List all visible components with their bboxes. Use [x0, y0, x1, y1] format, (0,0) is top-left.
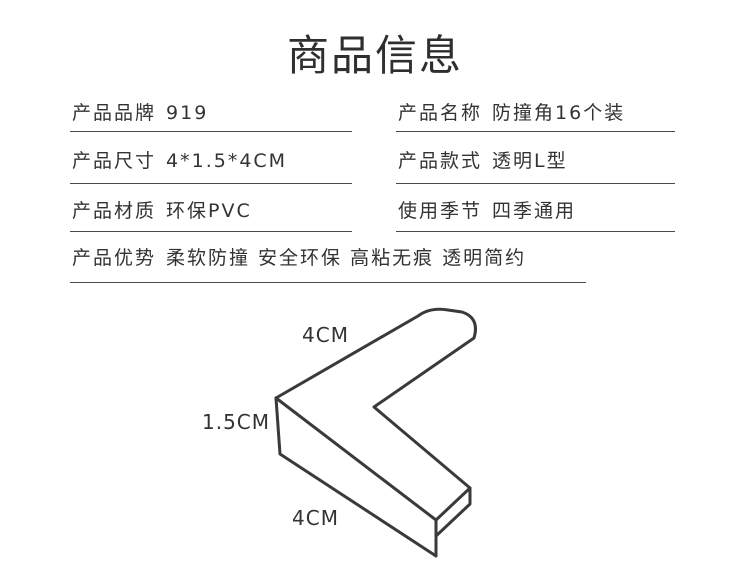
guard-top-face — [274, 307, 477, 522]
guard-end-face — [434, 486, 472, 538]
spec-material: 产品材质环保PVC — [70, 196, 252, 223]
spec-label: 产品品牌 — [72, 102, 157, 124]
spec-value: 4*1.5*4CM — [166, 150, 288, 172]
spec-value: 环保PVC — [166, 200, 252, 222]
divider — [396, 231, 675, 232]
divider — [396, 183, 675, 184]
divider — [70, 282, 586, 283]
spec-advantages: 产品优势柔软防撞 安全环保 高粘无痕 透明简约 — [70, 243, 526, 270]
spec-value: 柔软防撞 安全环保 高粘无痕 透明简约 — [166, 247, 527, 269]
divider — [70, 183, 352, 184]
page-title: 商品信息 — [286, 31, 463, 80]
spec-value: 919 — [166, 102, 209, 124]
spec-label: 产品名称 — [398, 102, 483, 124]
divider — [396, 131, 675, 132]
dim-top-length: 4CM — [302, 323, 349, 347]
spec-value: 透明L型 — [492, 150, 568, 172]
dim-bottom-length: 4CM — [292, 506, 339, 530]
spec-style: 产品款式透明L型 — [396, 146, 568, 173]
spec-brand: 产品品牌 919 — [70, 98, 208, 125]
guard-front-face — [274, 396, 438, 558]
spec-value: 防撞角16个装 — [492, 102, 626, 124]
spec-value: 四季通用 — [492, 200, 577, 222]
divider — [70, 131, 352, 132]
spec-size: 产品尺寸 4*1.5*4CM — [70, 146, 287, 173]
spec-label: 产品款式 — [398, 150, 483, 172]
spec-label: 使用季节 — [398, 200, 483, 222]
spec-label: 产品优势 — [72, 247, 157, 269]
spec-season: 使用季节四季通用 — [396, 196, 576, 223]
spec-label: 产品尺寸 — [72, 150, 157, 172]
spec-label: 产品材质 — [72, 200, 157, 222]
divider — [70, 231, 352, 232]
dim-thickness: 1.5CM — [202, 410, 271, 434]
spec-name: 产品名称防撞角16个装 — [396, 98, 625, 125]
